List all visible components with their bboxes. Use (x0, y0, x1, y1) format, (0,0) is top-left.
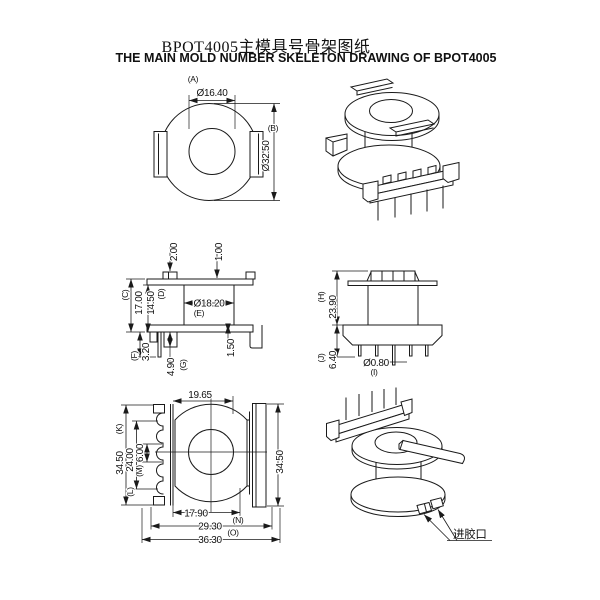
top-view-drawing: (A) Ø16.40 (B) Ø32.50 (153, 73, 280, 201)
dim-label-i: (I) (370, 367, 378, 377)
isometric-bottom-view-drawing: 进胶口 (326, 387, 492, 541)
dim-inner-diameter: Ø16.40 (196, 88, 228, 99)
dim-label-m: (M) (134, 465, 144, 477)
dim-label-a: (A) (188, 74, 199, 84)
dim-flange-1-50: 1.50 (226, 338, 237, 357)
title-english: THE MAIN MOLD NUMBER SKELETON DRAWING OF… (115, 51, 497, 65)
dim-label-n: (N) (233, 515, 244, 525)
dim-pin-diameter: Ø0.80 (363, 358, 389, 369)
isometric-top-view-drawing (325, 78, 460, 221)
dim-core-diameter: Ø18.20 (193, 299, 225, 310)
side-view-drawing: (H) 23.90 (J) 6.40 Ø0.80 (I) (315, 270, 443, 378)
dim-label-k: (K) (114, 423, 124, 434)
dim-seat-4-90: 4.90 (166, 357, 177, 376)
dim-label-h: (H) (316, 291, 326, 302)
dim-width-36-30: 36.30 (198, 535, 222, 546)
front-view-drawing: 2.00 1.00 (C) 17.00 14.50 (D) Ø18.20 (E)… (119, 241, 263, 377)
dim-height-34-50-right: 34.50 (275, 450, 286, 474)
dim-outer-diameter: Ø32.50 (261, 140, 272, 172)
dim-label-f: (F) (129, 351, 139, 361)
dim-flange-2-00: 2.00 (169, 242, 180, 261)
glue-inlet-note: 进胶口 (453, 527, 487, 541)
dim-rib-1-00: 1.00 (214, 242, 225, 261)
dim-height-14-50: 14.50 (146, 291, 157, 315)
title-chinese: BPOT4005主模具号骨架图纸 (161, 39, 371, 56)
dim-label-d: (D) (156, 288, 166, 299)
dim-label-g: (G) (178, 359, 188, 371)
dim-width-17-90: 17.90 (184, 509, 208, 520)
dim-height-34-50-left: 34.50 (115, 451, 126, 475)
dim-width-29-30: 29.30 (198, 522, 222, 533)
dim-label-l: (L) (125, 487, 135, 497)
dim-label-c: (C) (120, 289, 130, 300)
dim-step-3-20: 3.20 (141, 342, 152, 361)
dim-label-e: (E) (194, 308, 205, 318)
dim-label-j: (J) (316, 353, 326, 362)
dim-label-b: (B) (268, 123, 279, 133)
dim-height-17-00: 17.00 (134, 291, 145, 315)
dim-base-6-40: 6.40 (328, 350, 339, 369)
dim-width-19-65: 19.65 (188, 390, 212, 401)
dim-height-6-00: 6.00 (135, 443, 146, 462)
dim-height-24-00: 24.00 (125, 448, 136, 472)
dim-height-23-90: 23.90 (328, 295, 339, 319)
bottom-view-drawing: 19.65 (K) 34.50 24.00 (L) 6.00 (M) 34.50… (113, 389, 287, 547)
dim-label-o: (O) (227, 528, 239, 538)
